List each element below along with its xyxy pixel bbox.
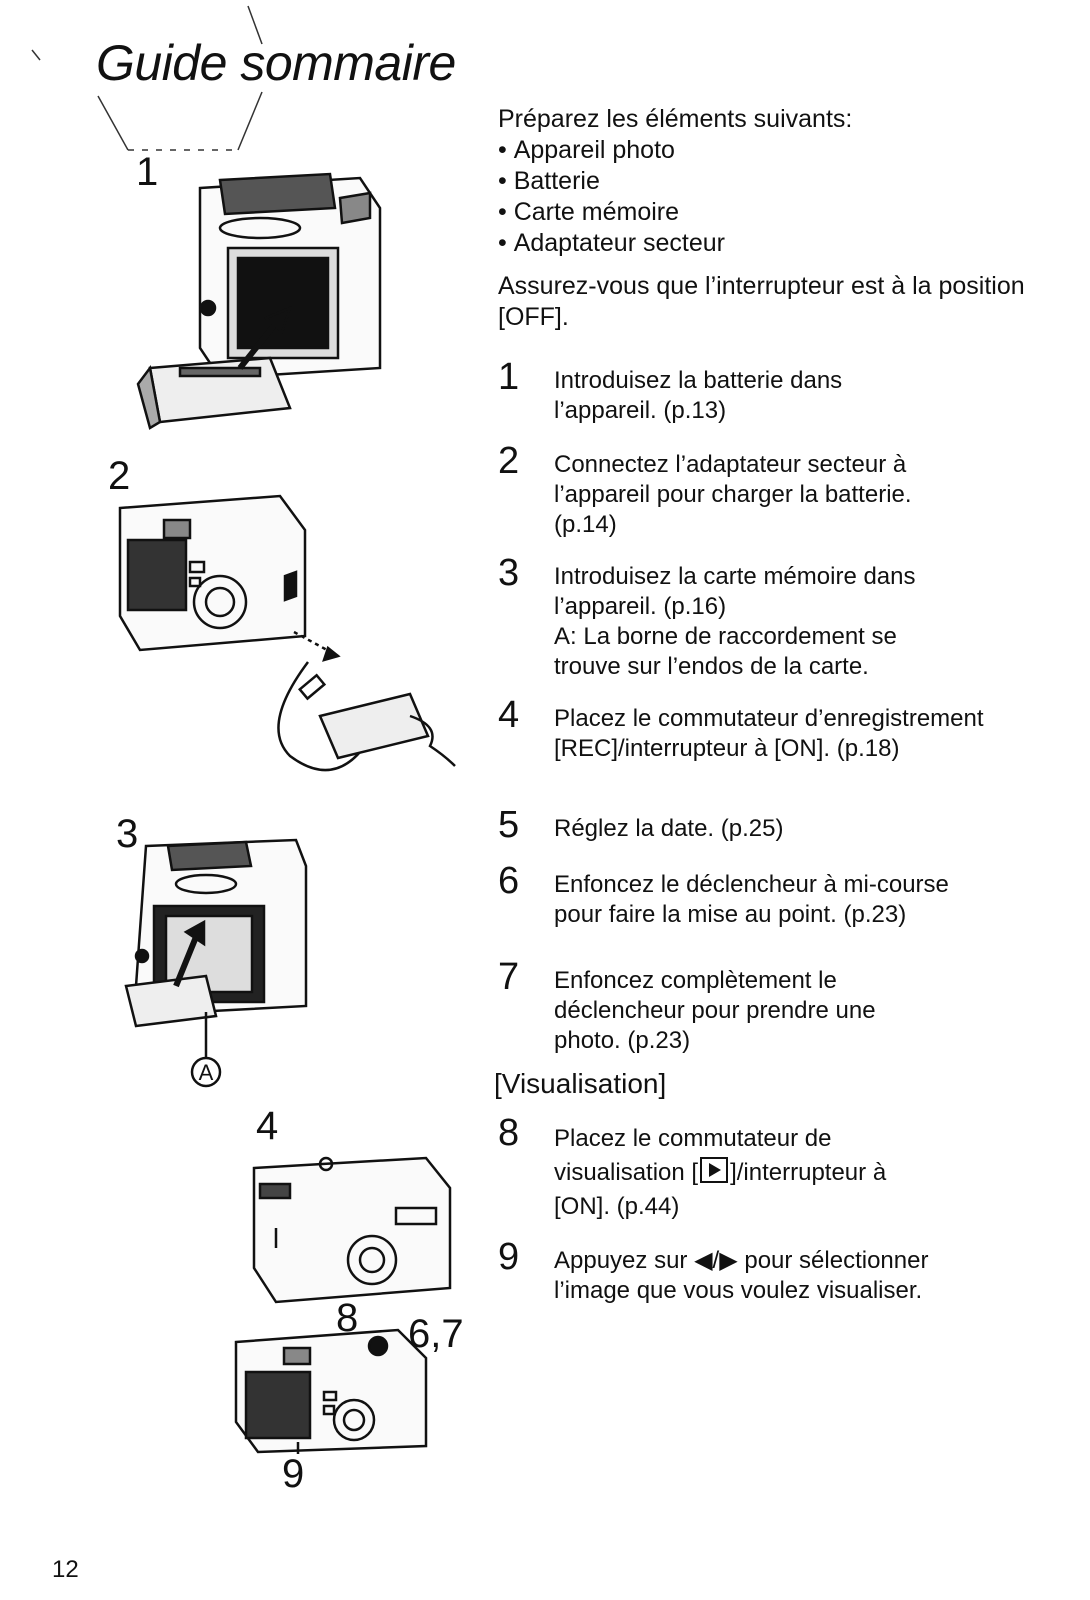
step-text: Placez le commutateur d’enregistrement [… bbox=[554, 705, 984, 762]
step-7: 7 Enfoncez complètement le déclencheur p… bbox=[498, 958, 1058, 1056]
mode-switch-illustration bbox=[252, 1156, 452, 1304]
figure-number: 9 bbox=[282, 1452, 305, 1496]
step-text-part: Appuyez sur bbox=[554, 1247, 695, 1274]
step-text: Enfoncez le déclencheur à mi-course pour… bbox=[554, 871, 949, 928]
prepare-text: Préparez les éléments suivants: bbox=[498, 105, 853, 133]
ac-adaptor-illustration bbox=[118, 494, 456, 772]
left-right-arrows-icon: ◀/▶ bbox=[694, 1247, 738, 1274]
step-4: 4 Placez le commutateur d’enregistrement… bbox=[498, 696, 1058, 764]
step-number: 2 bbox=[498, 440, 520, 482]
step-text: Introduisez la carte mémoire dans l’appa… bbox=[554, 563, 916, 620]
step-1: 1 Introduisez la batterie dans l’apparei… bbox=[498, 358, 1058, 426]
page-number: 12 bbox=[52, 1556, 79, 1583]
step-note: A: La borne de raccordement se trouve su… bbox=[554, 623, 897, 680]
play-icon bbox=[700, 1157, 729, 1183]
list-item: Adaptateur secteur bbox=[498, 228, 1058, 259]
step-5: 5 Réglez la date. (p.25) bbox=[498, 806, 1058, 844]
step-text: Connectez l’adaptateur secteur à l’appar… bbox=[554, 451, 912, 538]
step-text: Placez le commutateur de visualisation [… bbox=[554, 1122, 934, 1224]
list-item: Appareil photo bbox=[498, 135, 1058, 166]
step-number: 7 bbox=[498, 956, 520, 998]
step-number: 3 bbox=[498, 552, 520, 594]
label-a: A bbox=[199, 1060, 214, 1085]
step-text: Appuyez sur ◀/▶ pour sélectionner l’imag… bbox=[554, 1246, 934, 1306]
step-2: 2 Connectez l’adaptateur secteur à l’app… bbox=[498, 442, 1058, 540]
figure-number: 1 bbox=[136, 150, 159, 194]
items-list: Appareil photo Batterie Carte mémoire Ad… bbox=[498, 135, 1058, 259]
intro-block: Préparez les éléments suivants: Appareil… bbox=[498, 104, 1058, 333]
step-text-part: Placez le commutateur de visualisation [ bbox=[554, 1125, 832, 1186]
battery-insertion-illustration bbox=[136, 172, 382, 430]
figure-number: 3 bbox=[116, 812, 139, 856]
step-text-part: ]/interrupteur à [ON]. (p.44) bbox=[554, 1159, 887, 1220]
list-item: Carte mémoire bbox=[498, 197, 1058, 228]
step-number: 1 bbox=[498, 356, 520, 398]
step-6: 6 Enfoncez le déclencheur à mi-course po… bbox=[498, 862, 1058, 930]
step-9: 9 Appuyez sur ◀/▶ pour sélectionner l’im… bbox=[498, 1238, 1058, 1306]
step-number: 5 bbox=[498, 804, 520, 846]
step-text: Introduisez la batterie dans l’appareil.… bbox=[554, 367, 843, 424]
playback-illustration bbox=[234, 1328, 428, 1454]
step-number: 9 bbox=[498, 1236, 520, 1278]
page-title: Guide sommaire bbox=[96, 35, 456, 91]
step-text-part: pour sélectionner l’image que vous voule… bbox=[554, 1247, 929, 1304]
step-3: 3 Introduisez la carte mémoire dans l’ap… bbox=[498, 554, 1058, 682]
figure-number: 4 bbox=[256, 1104, 279, 1148]
step-number: 8 bbox=[498, 1112, 520, 1154]
list-item: Batterie bbox=[498, 166, 1058, 197]
step-number: 4 bbox=[498, 694, 520, 736]
figure-number: 8 bbox=[336, 1296, 359, 1340]
card-insertion-illustration: A bbox=[124, 838, 308, 1088]
step-text: Enfoncez complètement le déclencheur pou… bbox=[554, 967, 876, 1054]
title-decoration bbox=[31, 5, 263, 151]
figure-number: 2 bbox=[108, 454, 131, 498]
step-8: 8 Placez le commutateur de visualisation… bbox=[498, 1114, 1058, 1224]
step-number: 6 bbox=[498, 860, 520, 902]
off-note: Assurez-vous que l’interrupteur est à la… bbox=[498, 272, 1025, 331]
step-text: Réglez la date. (p.25) bbox=[554, 815, 784, 842]
section-visualisation: [Visualisation] bbox=[494, 1068, 667, 1099]
